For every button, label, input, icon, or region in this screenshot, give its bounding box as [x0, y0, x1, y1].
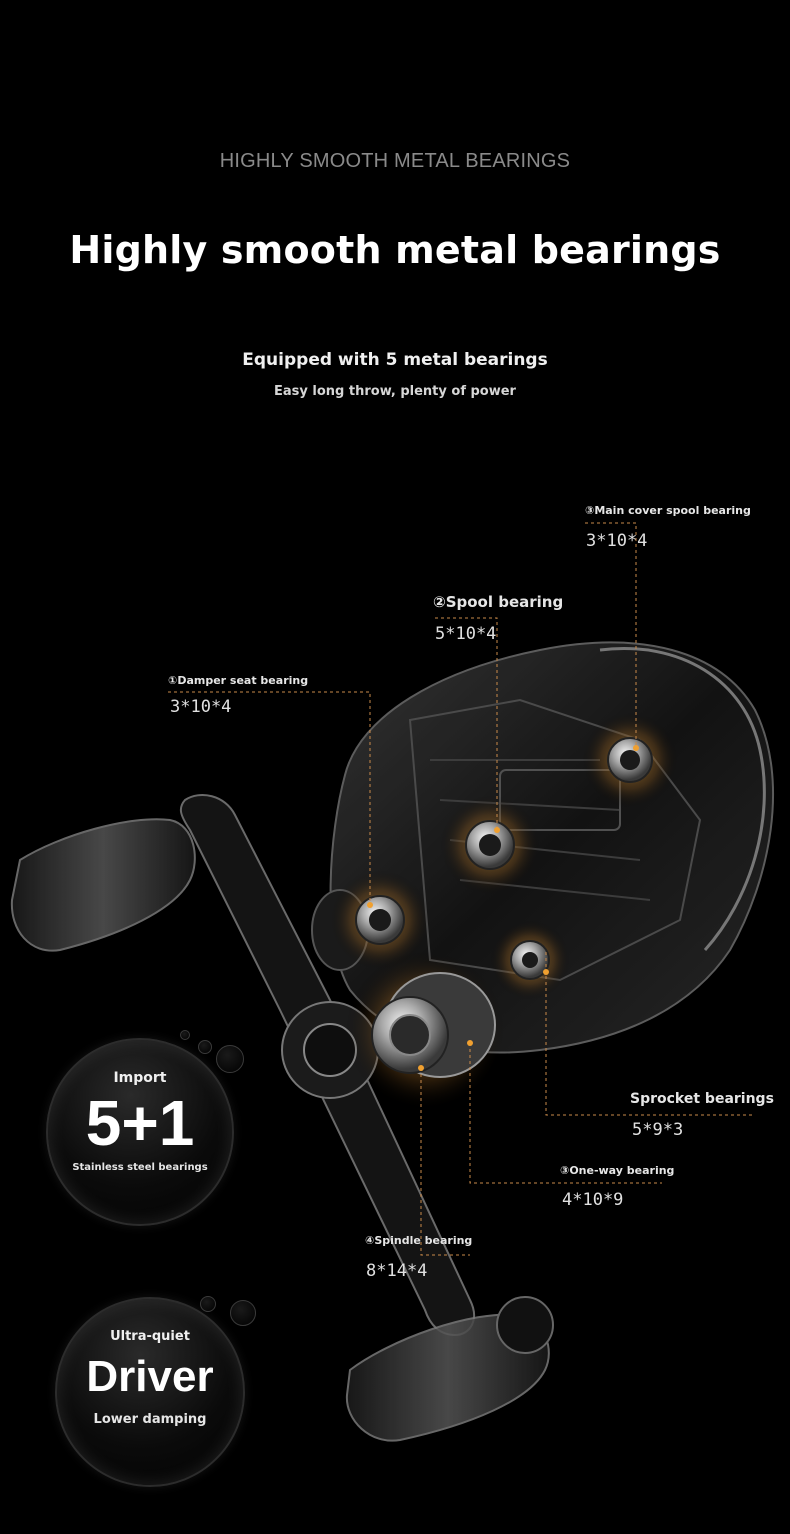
import-badge: Import 5+1 Stainless steel bearings — [46, 1038, 234, 1226]
bearing-spindle-one-way — [345, 950, 505, 1110]
driver-badge-caption: Lower damping — [93, 1412, 207, 1427]
import-badge-caption: Stainless steel bearings — [72, 1162, 208, 1173]
driver-badge-top: Ultra-quiet — [110, 1329, 190, 1344]
callout-one-way-label: ③One-way bearing — [560, 1164, 675, 1177]
bearing-sprocket — [490, 920, 570, 1000]
callout-dots — [367, 745, 639, 1071]
callout-main-cover-label: ③Main cover spool bearing — [585, 504, 751, 517]
driver-badge-value: Driver — [86, 1352, 214, 1401]
reel-handle — [10, 794, 554, 1442]
decorative-bubble — [180, 1030, 190, 1040]
callout-sprocket-label: Sprocket bearings — [630, 1091, 774, 1107]
callout-spindle-size: 8*14*4 — [366, 1261, 428, 1281]
callout-one-way-size: 4*10*9 — [562, 1190, 624, 1210]
callout-sprocket-size: 5*9*3 — [632, 1120, 684, 1140]
callout-damper-size: 3*10*4 — [170, 697, 232, 717]
import-badge-value: 5+1 — [85, 1087, 195, 1159]
decorative-bubble — [200, 1296, 216, 1312]
callout-leaders — [168, 522, 755, 1256]
decorative-bubble — [198, 1040, 212, 1054]
subtitle: Equipped with 5 metal bearings — [242, 350, 548, 370]
bearing-spool — [440, 795, 540, 895]
import-badge-top: Import — [113, 1070, 167, 1086]
driver-badge: Ultra-quiet Driver Lower damping — [55, 1297, 245, 1487]
decorative-bubble — [230, 1300, 256, 1326]
decorative-bubble — [216, 1045, 244, 1073]
tagline: Easy long throw, plenty of power — [274, 384, 516, 399]
bearing-main-cover — [582, 712, 678, 808]
callout-main-cover-size: 3*10*4 — [586, 531, 648, 551]
page-title: Highly smooth metal bearings — [69, 228, 721, 272]
callout-spool-size: 5*10*4 — [435, 624, 497, 644]
bearing-damper — [330, 870, 430, 970]
callout-spindle-label: ④Spindle bearing — [365, 1234, 473, 1247]
section-eyebrow: HIGHLY SMOOTH METAL BEARINGS — [219, 150, 571, 172]
callout-damper-label: ①Damper seat bearing — [168, 674, 309, 687]
callout-spool-label: ②Spool bearing — [433, 593, 564, 611]
